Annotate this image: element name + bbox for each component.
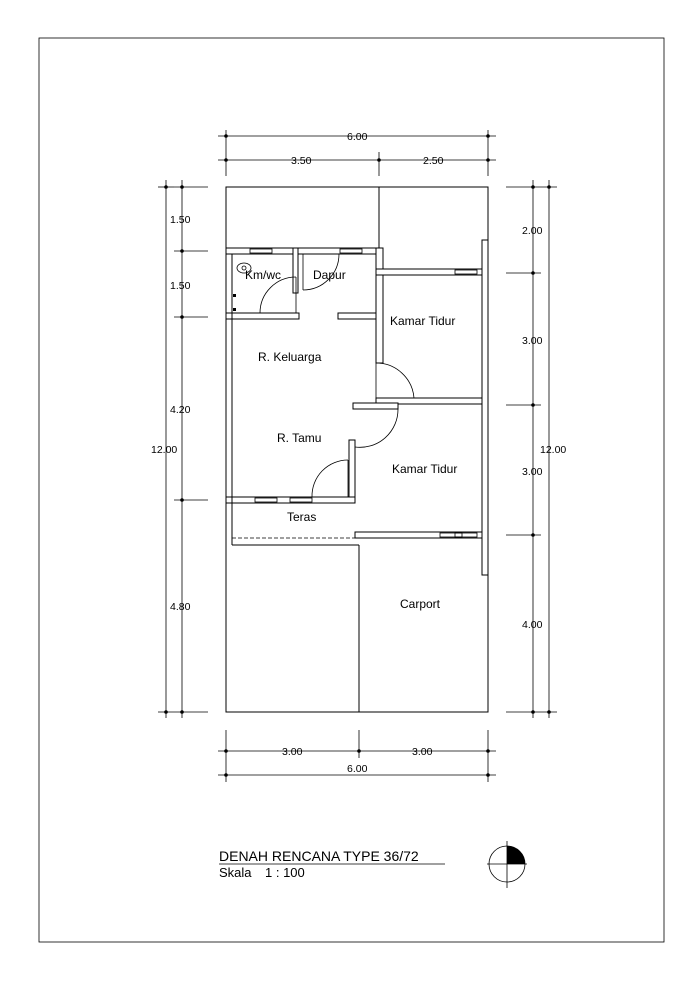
dim-right-1: 2.00 (522, 225, 543, 237)
dim-left-2: 1.50 (170, 280, 191, 292)
room-label-teras: Teras (287, 510, 316, 524)
room-label-carport: Carport (400, 597, 441, 611)
dim-bottom-right: 3.00 (412, 746, 433, 758)
dim-right-2: 3.00 (522, 335, 543, 347)
windows (249, 248, 478, 538)
dimension-bottom: 3.00 3.00 6.00 (218, 730, 496, 782)
dim-top-total: 6.00 (347, 131, 368, 143)
dim-left-3: 4.20 (170, 404, 191, 416)
scale-value: 1 : 100 (265, 865, 305, 880)
scale-label: Skala (219, 865, 252, 880)
room-label-kamar-tidur-2: Kamar Tidur (392, 462, 457, 476)
toilet-icon (233, 262, 252, 311)
dim-right-total: 12.00 (540, 444, 566, 456)
room-label-r-keluarga: R. Keluarga (258, 350, 322, 364)
room-label-kamar-tidur-1: Kamar Tidur (390, 314, 455, 328)
room-label-km-wc: Km/wc (245, 268, 281, 282)
doors (259, 253, 415, 498)
building-outline (225, 186, 489, 713)
dim-left-1: 1.50 (170, 214, 191, 226)
dim-right-4: 4.00 (522, 619, 543, 631)
walls (225, 239, 489, 576)
dim-bottom-left: 3.00 (282, 746, 303, 758)
dimension-top: 6.00 3.50 2.50 (218, 130, 496, 176)
dim-top-right: 2.50 (423, 155, 444, 167)
dim-left-total: 12.00 (151, 444, 177, 456)
sheet-border (38, 37, 665, 943)
dim-left-4: 4.80 (170, 601, 191, 613)
dimension-left: 1.50 1.50 4.20 4.80 12.00 (151, 180, 208, 718)
room-label-dapur: Dapur (313, 268, 346, 282)
room-label-r-tamu: R. Tamu (277, 431, 321, 445)
dim-bottom-total: 6.00 (347, 763, 368, 775)
drawing-title: DENAH RENCANA TYPE 36/72 (219, 848, 419, 864)
dimension-right: 2.00 3.00 3.00 4.00 12.00 (506, 180, 566, 718)
dim-top-left: 3.50 (291, 155, 312, 167)
title-block: DENAH RENCANA TYPE 36/72 Skala 1 : 100 (219, 848, 445, 880)
dim-right-3: 3.00 (522, 466, 543, 478)
north-arrow-icon (487, 841, 527, 888)
